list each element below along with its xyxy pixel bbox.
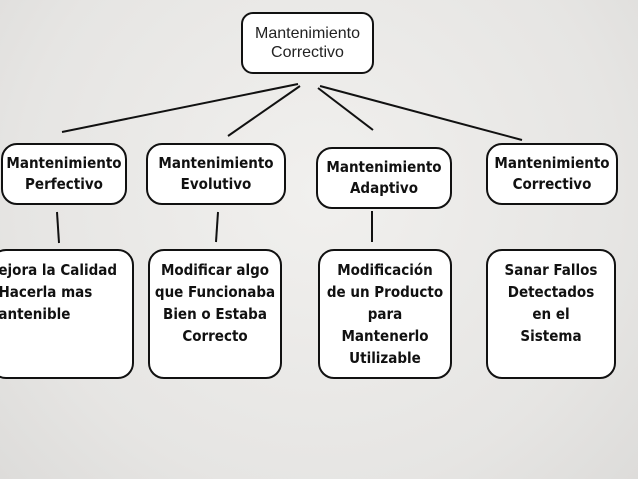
description-node-correctivo: Sanar Fallos Detectados en el Sistema: [486, 249, 616, 379]
connector-evolutivo-desc: [215, 211, 219, 243]
root-label: Mantenimiento Correctivo: [255, 25, 360, 61]
connector-root-correctivo: [319, 85, 523, 141]
type-node-perfectivo: Mantenimiento Perfectivo: [1, 143, 127, 205]
root-node: Mantenimiento Correctivo: [241, 12, 374, 74]
connector-root-perfectivo: [61, 83, 299, 133]
type-description: Mejora la Calidad y Hacerla mas Mantenib…: [0, 261, 118, 323]
type-title: Mantenimiento Correctivo: [494, 154, 610, 193]
description-node-adaptivo: Modificación de un Producto para Mantene…: [318, 249, 452, 379]
type-node-adaptivo: Mantenimiento Adaptivo: [316, 147, 452, 209]
type-node-evolutivo: Mantenimiento Evolutivo: [146, 143, 286, 205]
description-node-perfectivo: Mejora la Calidad y Hacerla mas Mantenib…: [0, 249, 134, 379]
connector-root-evolutivo: [227, 85, 301, 137]
connector-perfectivo-desc: [56, 211, 60, 244]
type-description: Modificación de un Producto para Mantene…: [326, 261, 444, 367]
connector-root-adaptivo: [317, 87, 374, 131]
type-node-correctivo: Mantenimiento Correctivo: [486, 143, 618, 205]
type-description: Modificar algo que Funcionaba Bien o Est…: [154, 261, 276, 345]
description-node-evolutivo: Modificar algo que Funcionaba Bien o Est…: [148, 249, 282, 379]
type-description: Sanar Fallos Detectados en el Sistema: [504, 261, 598, 345]
type-title: Mantenimiento Evolutivo: [158, 154, 274, 193]
type-title: Mantenimiento Perfectivo: [6, 154, 122, 193]
type-title: Mantenimiento Adaptivo: [326, 158, 442, 197]
